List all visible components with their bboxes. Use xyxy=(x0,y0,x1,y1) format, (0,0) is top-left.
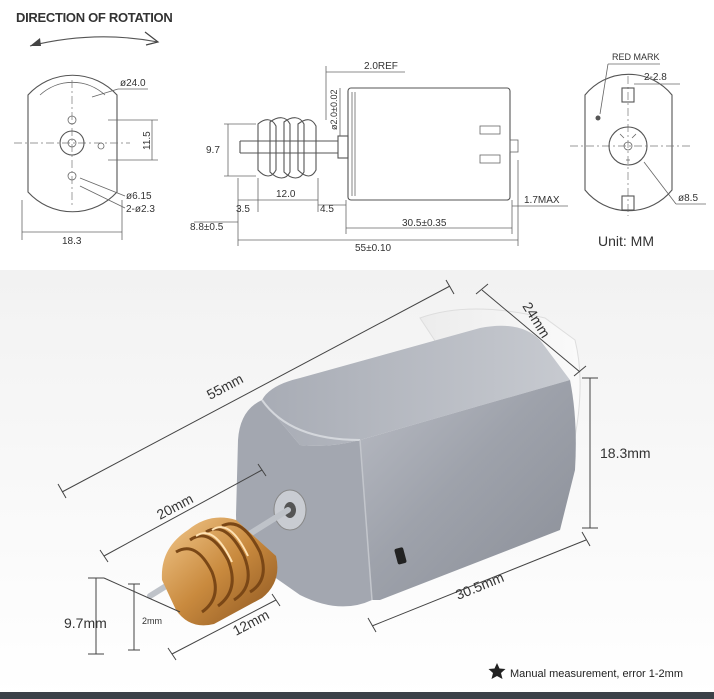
rear-terminal: 2-2.8 xyxy=(644,72,667,83)
rear-boss xyxy=(608,126,648,166)
drawing-title: DIRECTION OF ROTATION xyxy=(16,10,172,25)
front-width: 18.3 xyxy=(62,236,82,247)
side-shaft-dia: ø2.0±0.02 xyxy=(329,90,339,130)
front-dia-boss: ø6.15 xyxy=(126,191,152,202)
front-holes: 2-ø2.3 xyxy=(126,204,155,215)
rear-dia: ø8.5 xyxy=(678,193,698,204)
worm-gear-illustration xyxy=(161,517,278,626)
rear-view: RED MARK 2-2.8 ø8.5 xyxy=(570,52,706,216)
rear-terminal-bottom xyxy=(621,195,635,211)
front-view: ø24.0 11.5 ø6.15 2-ø2.3 18.3 xyxy=(14,74,158,247)
side-gear-length: 12.0 xyxy=(276,189,296,200)
technical-drawing: DIRECTION OF ROTATION ø24.0 xyxy=(0,0,714,270)
drawing-background xyxy=(0,0,714,270)
red-mark-dot xyxy=(595,115,601,121)
rear-view-outline xyxy=(584,73,673,212)
motor-illustration xyxy=(147,308,581,626)
front-boss xyxy=(59,130,85,156)
side-worm-gear xyxy=(257,117,317,179)
front-hole-bottom xyxy=(67,171,77,181)
photo-dim-gap: 2mm xyxy=(142,616,162,626)
unit-label: Unit: MM xyxy=(598,233,654,249)
photo-dim-gear-dia: 9.7mm xyxy=(64,615,107,631)
front-height-flat: 11.5 xyxy=(142,131,153,150)
side-body-length: 30.5±0.35 xyxy=(402,218,447,229)
side-gap-left: 3.5 xyxy=(236,204,250,215)
product-photo: 55mm 24mm 18.3mm 20mm 30.5mm xyxy=(0,270,714,699)
side-gear-height: 9.7 xyxy=(206,145,220,156)
side-max-protrusion: 1.7MAX xyxy=(524,195,560,206)
measurement-note-text: Manual measurement, error 1-2mm xyxy=(510,668,683,680)
rotation-arrow-icon xyxy=(29,31,160,47)
front-hole-top xyxy=(67,115,77,125)
side-view: 2.0REF ø2.0±0.02 9.7 12.0 3.5 4.5 8.8±0.… xyxy=(190,61,568,254)
rear-terminal-top xyxy=(621,87,635,103)
side-ref: 2.0REF xyxy=(364,61,398,72)
photo-dim-height: 18.3mm xyxy=(600,445,651,461)
side-offset: 8.8±0.5 xyxy=(190,222,224,233)
rear-red-mark: RED MARK xyxy=(612,52,660,62)
side-gap-right: 4.5 xyxy=(320,204,334,215)
measurement-note: Manual measurement, error 1-2mm xyxy=(488,663,683,680)
bottom-strip xyxy=(0,692,714,699)
front-view-outline xyxy=(27,74,118,213)
star-icon xyxy=(488,663,506,679)
front-dia-outer: ø24.0 xyxy=(120,78,146,89)
side-total-length: 55±0.10 xyxy=(355,243,392,254)
